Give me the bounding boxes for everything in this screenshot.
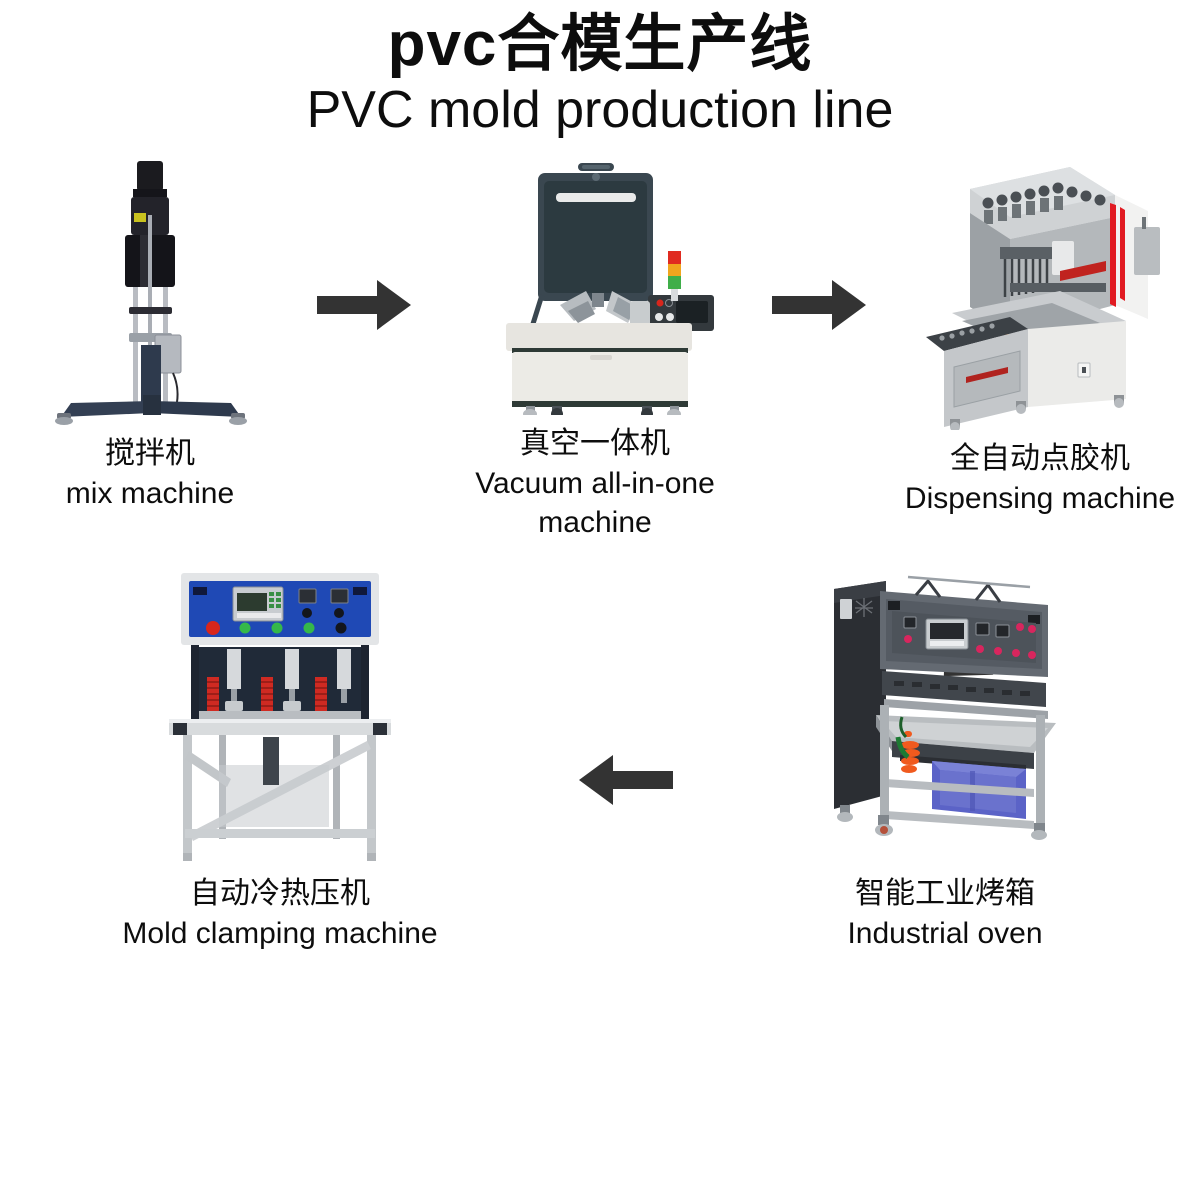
stage-vacuum-machine[interactable]: 真空一体机 Vacuum all-in-one machine (430, 155, 760, 543)
arrow-left-icon (575, 743, 675, 817)
mold-clamping-machine-label-en: Mold clamping machine (122, 917, 438, 951)
vacuum-machine-image (470, 155, 720, 415)
mold-clamping-machine-label-cn: 自动冷热压机 (190, 876, 370, 910)
dispensing-machine-image (910, 155, 1170, 430)
process-row-top: 搅拌机 mix machine (0, 155, 1200, 555)
arrow-vacuum-to-dispensing (760, 155, 880, 455)
arrow-right-icon (315, 268, 415, 342)
arrow-mix-to-vacuum (300, 155, 430, 455)
industrial-oven-label-en: Industrial oven (847, 917, 1043, 951)
mold-clamping-machine-image (155, 565, 405, 865)
vacuum-machine-label-en: Vacuum all-in-one machine (475, 467, 715, 540)
stage-industrial-oven[interactable]: 智能工业烤箱 Industrial oven (690, 565, 1200, 954)
mix-machine-image (45, 155, 255, 425)
stage-dispensing-machine[interactable]: 全自动点胶机 Dispensing machine (880, 155, 1200, 519)
industrial-oven-label-cn: 智能工业烤箱 (855, 876, 1035, 910)
dispensing-machine-label-cn: 全自动点胶机 (950, 441, 1130, 475)
stage-mix-machine[interactable]: 搅拌机 mix machine (0, 155, 300, 514)
arrow-oven-to-mold-clamping (560, 565, 690, 865)
industrial-oven-caption: 智能工业烤箱 Industrial oven (847, 875, 1042, 954)
vacuum-machine-caption: 真空一体机 Vacuum all-in-one machine (430, 425, 760, 543)
tower-light (668, 250, 681, 301)
stage-mold-clamping-machine[interactable]: 自动冷热压机 Mold clamping machine (0, 565, 560, 954)
industrial-oven-image (820, 565, 1070, 865)
mix-machine-label-en: mix machine (65, 477, 235, 511)
mix-machine-label-cn: 搅拌机 (104, 436, 195, 470)
page-title-en: PVC mold production line (306, 81, 894, 140)
dispensing-machine-caption: 全自动点胶机 Dispensing machine (905, 440, 1175, 519)
process-row-bottom: 自动冷热压机 Mold clamping machine (0, 565, 1200, 1005)
arrow-right-icon (770, 268, 870, 342)
mix-machine-caption: 搅拌机 mix machine (66, 435, 234, 514)
vacuum-machine-label-cn: 真空一体机 (520, 426, 670, 460)
dispensing-machine-label-en: Dispensing machine (904, 482, 1176, 516)
page-title-cn: pvc合模生产线 (387, 10, 813, 79)
page-header: pvc合模生产线 PVC mold production line (0, 0, 1200, 141)
mold-clamping-machine-caption: 自动冷热压机 Mold clamping machine (122, 875, 437, 954)
